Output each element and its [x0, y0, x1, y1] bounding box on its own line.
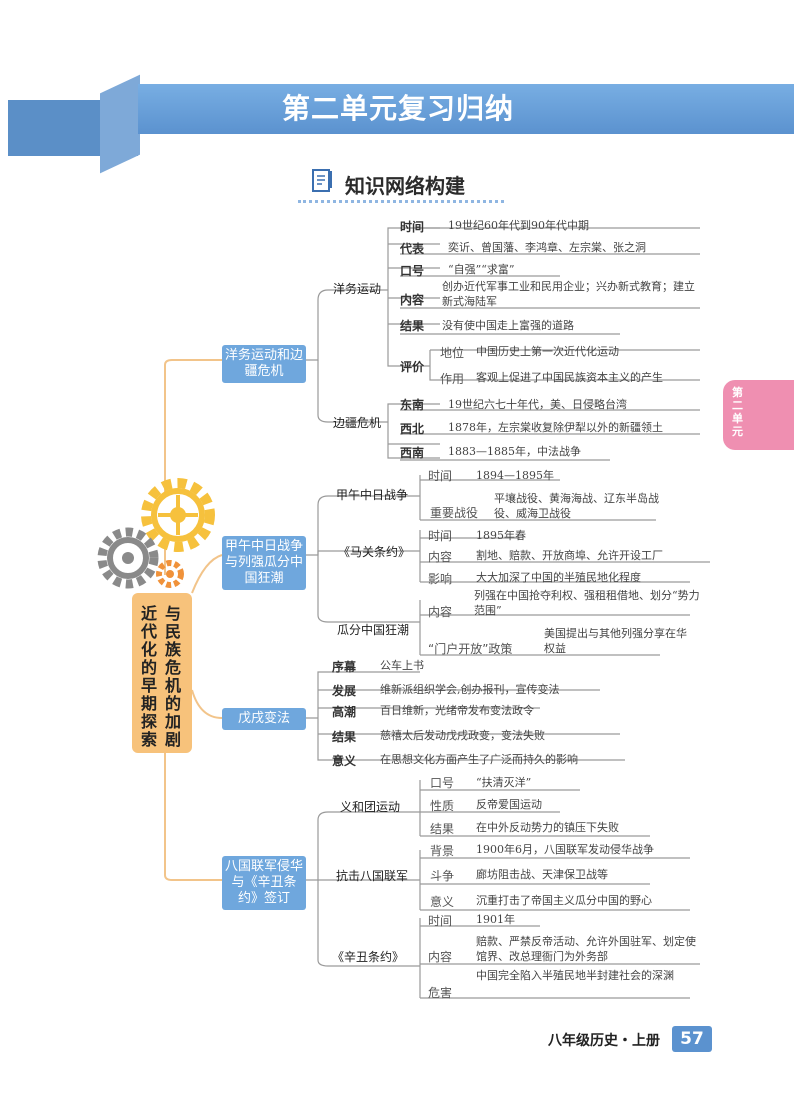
- gray-gear-icon: [97, 527, 159, 589]
- page-number: 57: [672, 1026, 712, 1052]
- text-climax: 百日维新，光绪帝发布变法政令: [380, 704, 534, 717]
- text-open-door: 美国提出与其他列强分享在华权益: [544, 627, 687, 655]
- label-xinchou-content: 内容: [428, 950, 453, 964]
- text-treaty-content: 割地、赔款、开放商埠、允许开设工厂: [476, 549, 663, 562]
- label-partition-content: 内容: [428, 605, 453, 619]
- text-result: 没有使中国走上富强的道路: [442, 319, 574, 332]
- node-jiawu-war: 甲午中日战争: [336, 488, 409, 502]
- text-time: 19世纪60年代到90年代中期: [448, 219, 589, 232]
- label-southeast: 东南: [400, 398, 425, 412]
- text-wuxu-meaning: 在思想文化方面产生了广泛而持久的影响: [380, 753, 578, 766]
- text-effect: 客观上促进了中国民族资本主义的产生: [476, 371, 663, 384]
- text-xinchou-time: 1901年: [476, 913, 515, 926]
- label-treaty-content: 内容: [428, 550, 453, 564]
- unit-side-tab-text: 第二单元: [732, 386, 743, 438]
- label-boxer-slogan: 口号: [430, 776, 455, 790]
- label-northwest: 西北: [400, 422, 425, 436]
- node-maguan-treaty: 《马关条约》: [338, 545, 411, 559]
- text-content: 创办近代军事工业和民用企业；兴办新式教育；建立新式海陆军: [442, 280, 695, 308]
- text-develop: 维新派组织学会,创办报刊，宣传变法: [380, 683, 560, 696]
- label-treaty-time: 时间: [428, 529, 453, 543]
- text-northwest: 1878年，左宗棠收复除伊犁以外的新疆领土: [448, 421, 663, 434]
- label-time: 时间: [400, 220, 425, 234]
- label-slogan: 口号: [400, 264, 425, 278]
- label-xinchou-time: 时间: [428, 914, 453, 928]
- unit-side-tab: [723, 380, 794, 450]
- yellow-gear-icon: [141, 478, 215, 552]
- label-status: 地位: [440, 346, 465, 360]
- branch-wuxu: 戊戌变法: [222, 708, 306, 730]
- text-resist-meaning: 沉重打击了帝国主义瓜分中国的野心: [476, 894, 652, 907]
- label-open-door: “门户开放”政策: [428, 642, 513, 656]
- label-resist-bg: 背景: [430, 844, 455, 858]
- central-topic-left-text: 近代化的早期探索: [140, 604, 157, 749]
- branch-jiawu-partition: 甲午中日战争与列强瓜分中国狂潮: [222, 536, 306, 590]
- text-war-time: 1894—1895年: [476, 469, 554, 482]
- text-boxer-nature: 反帝爱国运动: [476, 798, 542, 811]
- label-result: 结果: [400, 319, 425, 333]
- text-southwest: 1883—1885年，中法战争: [448, 445, 581, 458]
- section-underline: [298, 200, 504, 203]
- label-effect: 作用: [440, 372, 465, 386]
- label-rep: 代表: [400, 242, 425, 256]
- text-rep: 奕䜣、曾国藩、李鸿章、左宗棠、张之洞: [448, 241, 646, 254]
- node-resist: 抗击八国联军: [336, 869, 409, 883]
- text-prelude: 公车上书: [380, 659, 424, 672]
- text-partition-content: 列强在中国抢夺利权、强租租借地、划分“势力范围”: [474, 589, 700, 617]
- page-title: 第二单元复习归纳: [281, 92, 514, 125]
- label-eval: 评价: [400, 360, 425, 374]
- label-boxer-nature: 性质: [430, 799, 455, 813]
- branch-yangwu-frontier: 洋务运动和边疆危机: [222, 345, 306, 383]
- node-boxer: 义和团运动: [340, 800, 401, 814]
- label-climax: 高潮: [332, 705, 357, 719]
- node-yangwu: 洋务运动: [333, 282, 382, 296]
- label-war-time: 时间: [428, 469, 453, 483]
- text-resist-fight: 廊坊阻击战、天津保卫战等: [476, 868, 608, 881]
- text-boxer-result: 在中外反动势力的镇压下失败: [476, 821, 619, 834]
- text-battles: 平壤战役、黄海海战、辽东半岛战役、威海卫战役: [494, 492, 659, 520]
- label-prelude: 序幕: [332, 660, 357, 674]
- label-wuxu-result: 结果: [332, 730, 357, 744]
- central-topic-right-text: 与民族危机的加剧: [164, 604, 181, 749]
- text-treaty-impact: 大大加深了中国的半殖民地化程度: [476, 571, 641, 584]
- text-southeast: 19世纪六七十年代，美、日侵略台湾: [448, 398, 627, 411]
- label-develop: 发展: [332, 684, 357, 698]
- node-xinchou-treaty: 《辛丑条约》: [332, 950, 405, 964]
- section-title: 知识网络构建: [345, 174, 465, 198]
- text-treaty-time: 1895年春: [476, 529, 526, 542]
- label-xinchou-harm: 危害: [428, 986, 453, 1000]
- text-wuxu-result: 慈禧太后发动戊戌政变，变法失败: [380, 729, 545, 742]
- node-partition: 瓜分中国狂潮: [337, 623, 410, 637]
- text-slogan: “自强”“求富”: [448, 263, 515, 276]
- text-resist-bg: 1900年6月，八国联军发动侵华战争: [476, 843, 654, 856]
- label-content: 内容: [400, 293, 425, 307]
- book-title: 八年级历史・上册: [548, 1033, 660, 1049]
- label-resist-meaning: 意义: [430, 895, 455, 909]
- label-battles: 重要战役: [430, 506, 479, 520]
- label-wuxu-meaning: 意义: [332, 754, 357, 768]
- branch-baguo-xinchou: 八国联军侵华与《辛丑条约》签订: [222, 856, 306, 910]
- notebook-icon: [312, 169, 332, 192]
- banner: [138, 84, 794, 134]
- label-treaty-impact: 影响: [428, 572, 453, 586]
- label-resist-fight: 斗争: [430, 869, 455, 883]
- text-xinchou-content: 赔款、严禁反帝活动、允许外国驻军、划定使馆界、改总理衙门为外务部: [476, 935, 696, 963]
- label-southwest: 西南: [400, 446, 425, 460]
- label-boxer-result: 结果: [430, 822, 455, 836]
- text-boxer-slogan: “扶清灭洋”: [476, 776, 532, 789]
- orange-gear-icon: [156, 560, 184, 588]
- central-topic: [132, 593, 192, 753]
- text-status: 中国历史上第一次近代化运动: [476, 345, 619, 358]
- text-xinchou-harm: 中国完全陷入半殖民地半封建社会的深渊: [476, 969, 674, 982]
- node-frontier: 边疆危机: [333, 416, 382, 430]
